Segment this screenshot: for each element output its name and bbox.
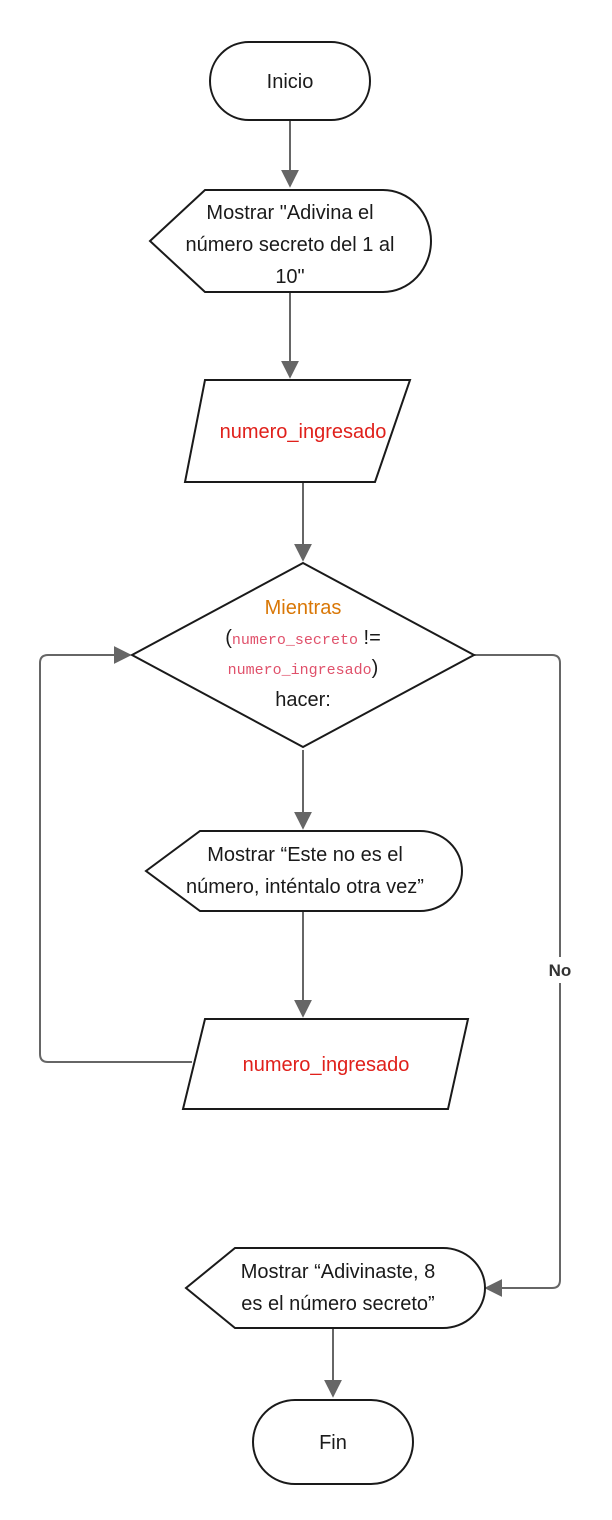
mostrar-exito-display [184, 1247, 486, 1329]
mostrar-adivina-line-3: 10" [275, 266, 304, 288]
mostrar-error-line-1: Mostrar “Este no es el [207, 844, 403, 866]
fin-label: Fin [319, 1432, 347, 1454]
mientras-text: Mientras (numero_secreto != numero_ingre… [225, 597, 381, 711]
mostrar-adivina-line-2: número secreto del 1 al [185, 234, 394, 256]
open-paren: ( [225, 627, 232, 649]
mostrar-adivina-line-1: Mostrar "Adivina el [206, 202, 373, 224]
mientras-decision [129, 561, 477, 749]
mostrar-error-text: Mostrar “Este no es el número, inténtalo… [186, 844, 424, 898]
edge-no-label: No [549, 961, 572, 980]
mostrar-exito-line-1: Mostrar “Adivinaste, 8 [241, 1261, 436, 1283]
input-numero-ingresado-1 [183, 379, 412, 483]
input-1-label: numero_ingresado [220, 421, 387, 443]
mostrar-adivina-display [148, 189, 432, 293]
mientras-condition-line-2: numero_ingresado) [228, 657, 379, 679]
operator-not-equal: != [358, 627, 381, 649]
mostrar-adivina-text: Mostrar "Adivina el número secreto del 1… [185, 202, 394, 288]
edge-no-label-group: No [538, 957, 582, 983]
mostrar-error-display [144, 830, 463, 912]
var-numero-ingresado: numero_ingresado [228, 662, 372, 679]
mientras-suffix: hacer: [275, 689, 331, 711]
connectors [39, 120, 561, 1398]
mientras-keyword: Mientras [265, 597, 342, 619]
fin-terminator [252, 1399, 414, 1485]
input-numero-ingresado-2 [181, 1018, 470, 1110]
close-paren: ) [372, 657, 379, 679]
mostrar-error-line-2: número, inténtalo otra vez” [186, 876, 424, 898]
mientras-condition-line-1: (numero_secreto != [225, 627, 381, 649]
inicio-label: Inicio [267, 71, 314, 93]
mostrar-exito-text: Mostrar “Adivinaste, 8 es el número secr… [241, 1261, 436, 1315]
input-2-label: numero_ingresado [243, 1054, 410, 1076]
var-numero-secreto: numero_secreto [232, 632, 358, 649]
mostrar-exito-line-2: es el número secreto” [241, 1293, 434, 1315]
inicio-terminator [209, 41, 371, 121]
edge-loop-back-to-mientras [39, 646, 192, 1063]
